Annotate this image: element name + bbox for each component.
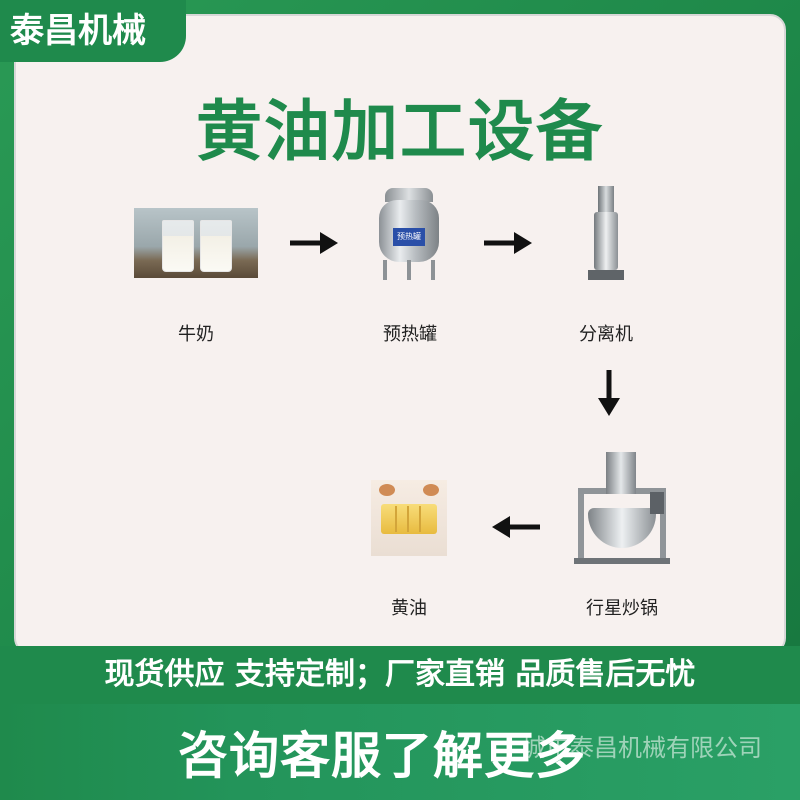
separator-image [578,186,634,286]
butter-slice-line [407,506,409,532]
wok-frame-right [660,488,666,560]
step-label-separator: 分离机 [579,324,633,345]
watermark: 城市泰昌机械有限公司 [522,734,762,762]
separator-base [588,270,624,280]
wok-base [574,558,670,564]
step-label-planetary-wok: 行星炒锅 [586,598,658,619]
tank-nameplate: 预热罐 [393,228,425,246]
arrow-down-icon [598,370,620,416]
step-milk: 牛奶 [134,208,258,346]
tank-leg [407,260,411,280]
step-label-preheat-tank: 预热罐 [383,324,437,345]
separator-body [594,212,618,270]
slogan-band: 现货供应 支持定制；厂家直销 品质售后无忧 [0,646,800,704]
milk-image [134,208,258,278]
preheat-tank-image: 预热罐 [365,186,455,294]
butter-slice-line [419,506,421,532]
step-preheat-tank: 预热罐 预热罐 [362,186,458,346]
footer-background [0,704,800,800]
egg-shape [379,484,395,496]
page-title: 黄油加工设备 [196,92,604,170]
tank-leg [431,260,435,280]
step-planetary-wok: 行星炒锅 [566,452,678,620]
step-label-milk: 牛奶 [178,324,214,345]
step-separator: 分离机 [566,186,646,346]
cta-text: 咨询客服了解更多 [178,726,586,785]
wok-control-panel [650,492,664,514]
milk-glass-right [200,220,232,272]
wok-motor [606,452,636,494]
arrow-left-icon [492,516,540,538]
step-label-butter: 黄油 [391,598,427,619]
milk-glass-left [162,220,194,272]
separator-head [598,186,614,212]
butter-image [371,480,447,556]
tank-leg [383,260,387,280]
arrow-right-icon [484,232,532,254]
brand-logo: 泰昌机械 [0,0,186,62]
egg-shape [423,484,439,496]
tank-lid [385,188,433,202]
wok-frame-left [578,488,584,560]
arrow-right-icon [290,232,338,254]
butter-slice-line [395,506,397,532]
wok-bowl [588,508,656,548]
step-butter: 黄油 [370,480,448,620]
planetary-wok-image [574,452,670,566]
butter-block [381,504,437,534]
